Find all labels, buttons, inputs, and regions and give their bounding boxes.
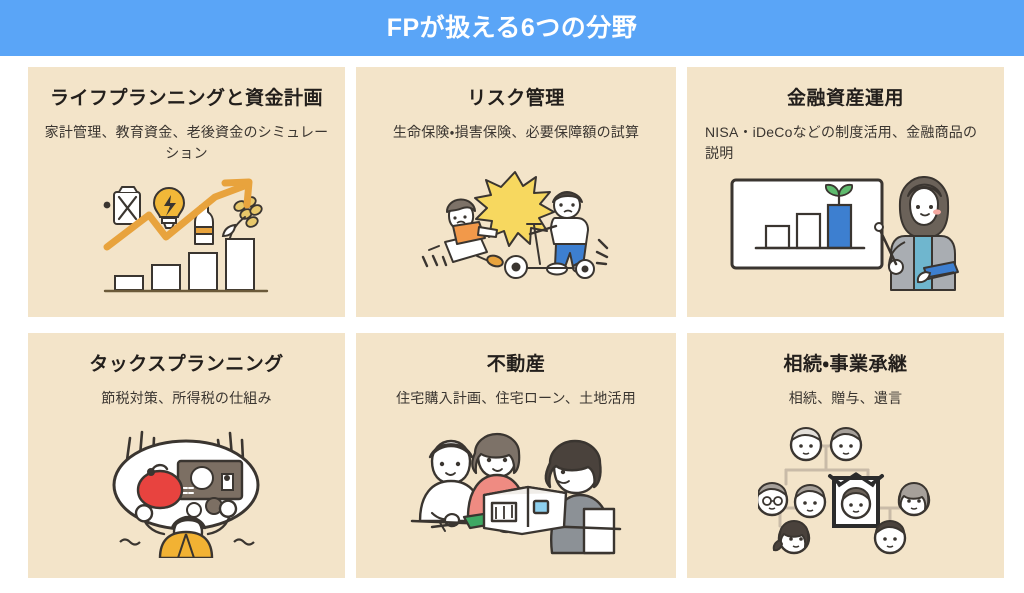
growth-chart-arrow-illustration <box>40 165 333 309</box>
card-title: 相続・事業承継 <box>783 354 908 375</box>
card-risk-management[interactable]: リスク管理 生命保険・損害保険、必要保障額の試算 <box>356 67 676 317</box>
card-description: 家計管理、教育資金、老後資金のシミュレーション <box>44 123 329 162</box>
card-asset-management[interactable]: 金融資産運用 NISA・iDeCoなどの制度活用、金融商品の説明 <box>687 67 1004 317</box>
fields-card-grid: ライフプランニングと資金計画 家計管理、教育資金、老後資金のシミュレーション <box>0 56 1024 593</box>
money-worry-thought-bubble-illustration <box>40 409 333 570</box>
card-real-estate[interactable]: 不動産 住宅購入計画、住宅ローン、土地活用 <box>356 333 676 578</box>
card-life-planning[interactable]: ライフプランニングと資金計画 家計管理、教育資金、老後資金のシミュレーション <box>28 67 345 317</box>
card-tax-planning[interactable]: タックスプランニング 節税対策、所得税の仕組み <box>28 333 345 578</box>
card-title: ライフプランニングと資金計画 <box>49 88 323 109</box>
whiteboard-presentation-illustration <box>699 165 992 309</box>
card-title: 不動産 <box>486 354 546 375</box>
page-title: FPが扱える6つの分野 <box>386 13 638 42</box>
card-title: タックスプランニング <box>89 354 284 375</box>
house-consultation-illustration <box>368 409 664 570</box>
card-description: 生命保険・損害保険、必要保障額の試算 <box>392 123 640 140</box>
family-tree-illustration <box>699 409 992 570</box>
card-title: リスク管理 <box>467 88 565 109</box>
accident-collision-illustration <box>368 143 664 309</box>
card-description: NISA・iDeCoなどの制度活用、金融商品の説明 <box>705 123 978 162</box>
page-header-banner: FPが扱える6つの分野 <box>0 0 1024 56</box>
card-description: 節税対策、所得税の仕組み <box>101 389 272 406</box>
card-description: 住宅購入計画、住宅ローン、土地活用 <box>396 389 636 406</box>
card-description: 相続、贈与、遺言 <box>788 389 903 406</box>
card-inheritance[interactable]: 相続・事業承継 相続、贈与、遺言 <box>687 333 1004 578</box>
card-title: 金融資産運用 <box>786 88 904 109</box>
